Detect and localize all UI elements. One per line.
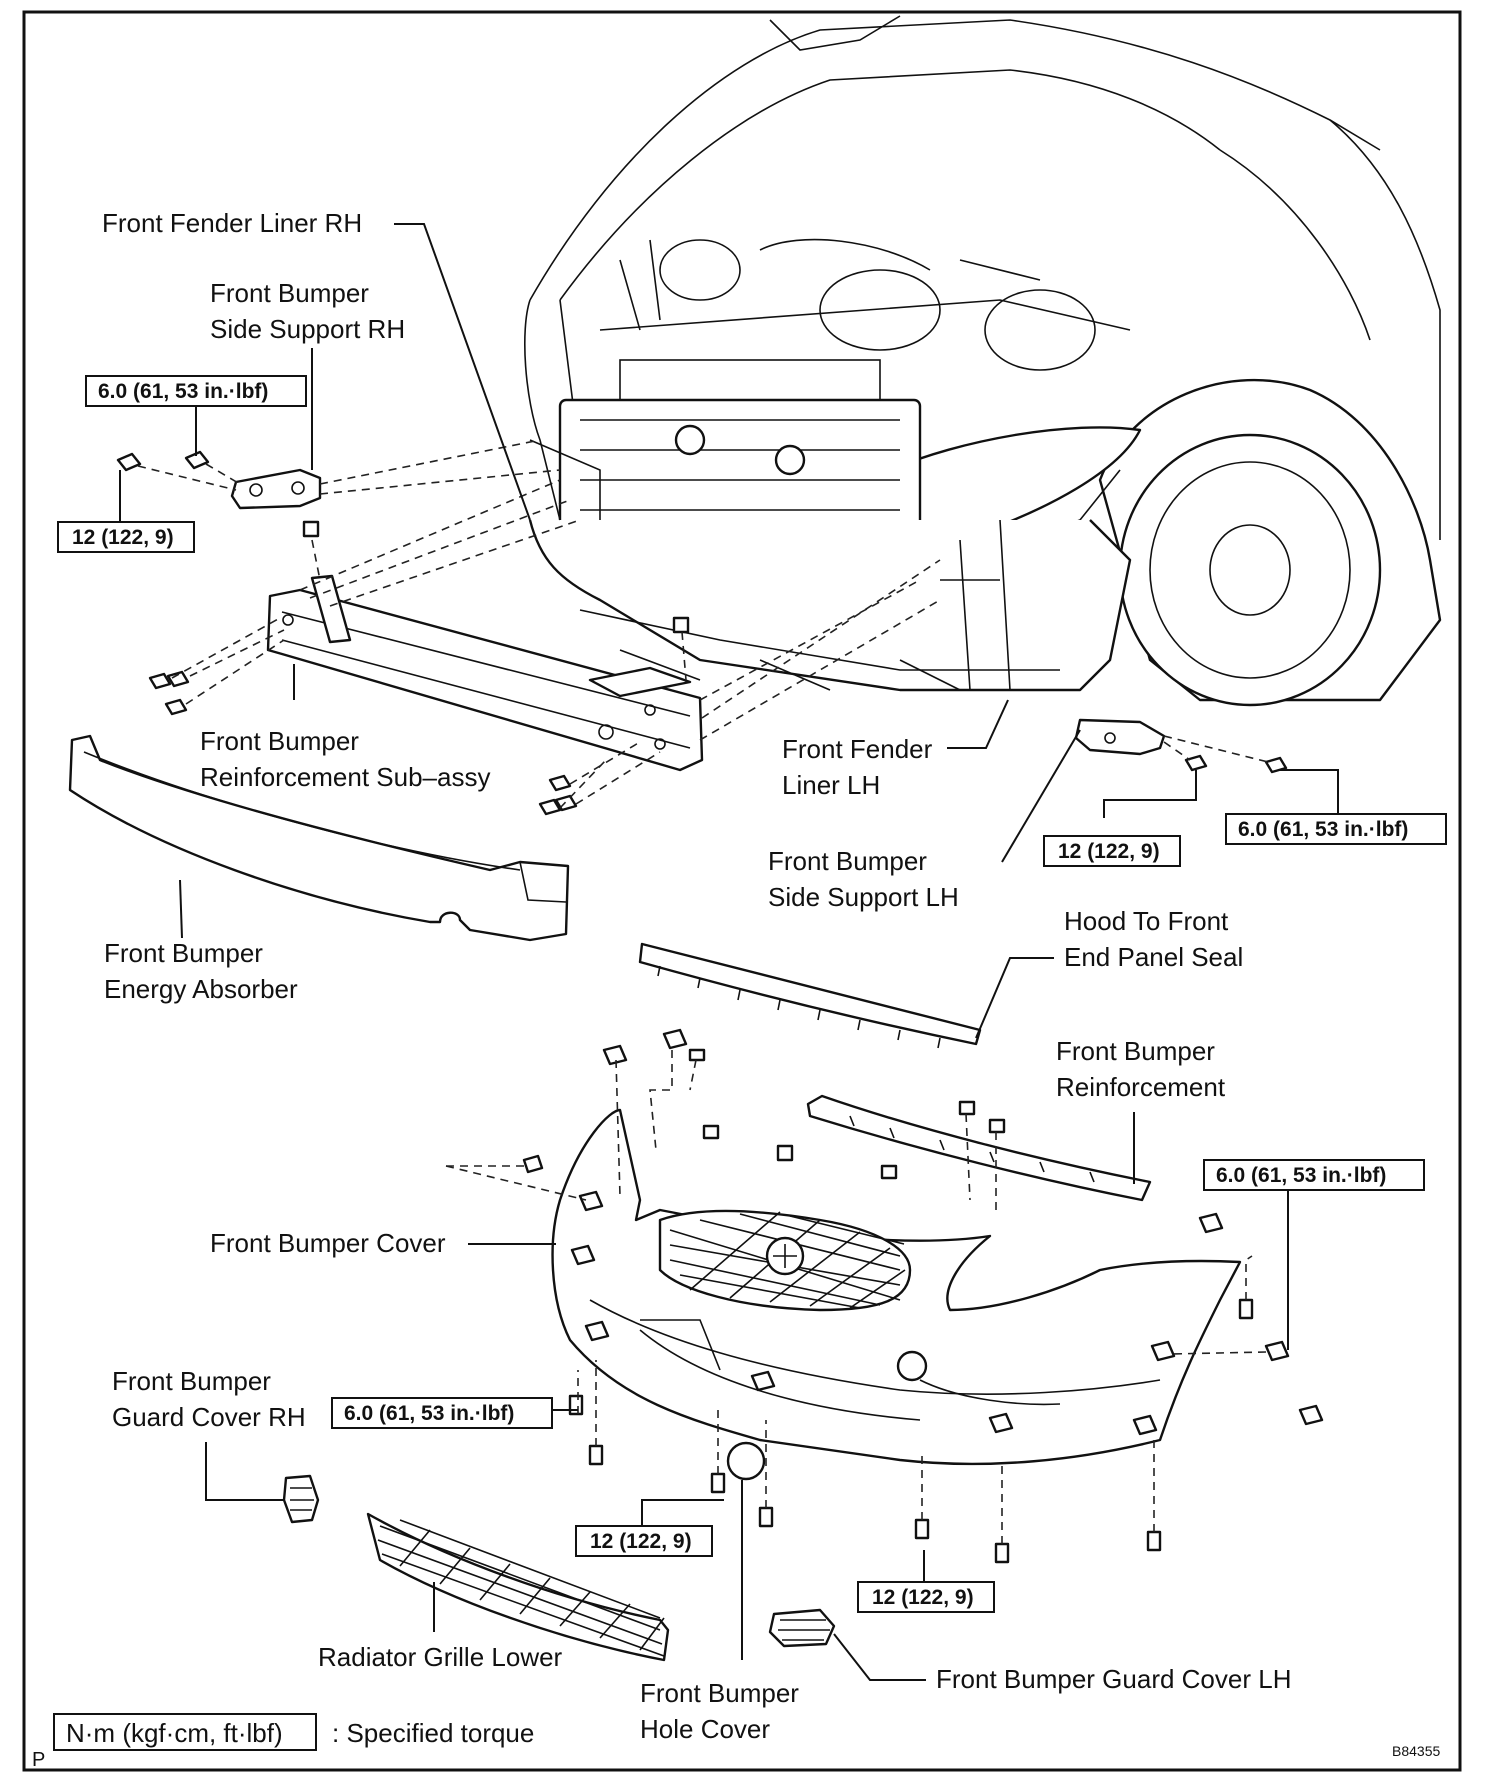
label-front-bumper-guard-cover-rh-line1: Front Bumper	[112, 1366, 271, 1396]
radiator-grille-lower	[366, 1512, 670, 1662]
hood-to-front-end-panel-seal	[638, 942, 982, 1049]
label-front-bumper-cover: Front Bumper Cover	[210, 1228, 446, 1258]
label-hood-to-front-end-panel-seal-line2: End Panel Seal	[1064, 942, 1243, 972]
label-front-bumper-reinforcement-line2: Reinforcement	[1056, 1072, 1226, 1102]
torque-box: 12 (122, 9)	[57, 521, 195, 553]
page-frame	[22, 10, 1462, 1772]
label-front-bumper-guard-cover-rh-line2: Guard Cover RH	[112, 1402, 306, 1432]
bolt-icon	[148, 616, 690, 816]
label-front-bumper-side-support-lh-line1: Front Bumper	[768, 846, 927, 876]
label-front-bumper-hole-cover-line1: Front Bumper	[640, 1678, 799, 1708]
label-front-bumper-reinforcement-subassy-line1: Front Bumper	[200, 726, 359, 756]
torque-value: 12 (122, 9)	[872, 1586, 974, 1609]
clip-icon	[522, 1028, 1324, 1436]
legend-unit: N·m (kgf·cm, ft·lbf)	[66, 1718, 283, 1748]
corner-letter: P	[32, 1749, 45, 1771]
grille-mesh	[377, 1519, 665, 1657]
front-bumper-reinforcement-subassy	[266, 574, 704, 772]
vehicle-front-illustration	[524, 15, 1442, 707]
front-bumper-guard-cover-rh	[282, 1474, 320, 1524]
torque-value: 6.0 (61, 53 in.·lbf)	[344, 1402, 514, 1425]
label-front-bumper-energy-absorber-line2: Energy Absorber	[104, 974, 298, 1004]
label-front-fender-liner-lh-line1: Front Fender	[782, 734, 933, 764]
label-hood-to-front-end-panel-seal-line1: Hood To Front	[1064, 906, 1229, 936]
front-bumper-side-support-lh	[1074, 718, 1166, 756]
label-front-bumper-side-support-rh-line1: Front Bumper	[210, 278, 369, 308]
label-front-bumper-guard-cover-lh: Front Bumper Guard Cover LH	[936, 1664, 1291, 1694]
legend-meaning: : Specified torque	[332, 1718, 534, 1748]
torque-box: 6.0 (61, 53 in.·lbf)	[1225, 813, 1447, 845]
label-front-fender-liner-lh-line2: Liner LH	[782, 770, 880, 800]
label-front-bumper-energy-absorber-line1: Front Bumper	[104, 938, 263, 968]
torque-value: 12 (122, 9)	[1058, 840, 1160, 863]
label-front-bumper-reinforcement-subassy-line2: Reinforcement Sub–assy	[200, 762, 490, 792]
front-bumper-reinforcement	[806, 1094, 1152, 1202]
torque-value: 12 (122, 9)	[590, 1530, 692, 1553]
front-bumper-cover	[551, 1108, 1242, 1466]
front-bumper-guard-cover-lh	[768, 1608, 836, 1648]
front-bumper-side-support-rh	[230, 468, 322, 510]
torque-box: 12 (122, 9)	[575, 1525, 713, 1557]
torque-box: 6.0 (61, 53 in.·lbf)	[1203, 1159, 1425, 1191]
torque-value: 6.0 (61, 53 in.·lbf)	[1238, 818, 1408, 841]
torque-box: 6.0 (61, 53 in.·lbf)	[331, 1397, 553, 1429]
label-front-fender-liner-rh: Front Fender Liner RH	[102, 208, 362, 238]
label-front-bumper-hole-cover-line2: Hole Cover	[640, 1714, 770, 1744]
front-bumper-energy-absorber	[68, 734, 570, 942]
torque-value: 6.0 (61, 53 in.·lbf)	[98, 380, 268, 403]
torque-box: 12 (122, 9)	[857, 1581, 995, 1613]
torque-value: 6.0 (61, 53 in.·lbf)	[1216, 1164, 1386, 1187]
torque-legend: N·m (kgf·cm, ft·lbf) : Specified torque	[53, 1713, 534, 1751]
leader-lines	[119, 223, 1339, 1681]
part-labels: Front Fender Liner RH Front Bumper Side …	[102, 208, 1291, 1744]
label-front-bumper-side-support-rh-line2: Side Support RH	[210, 314, 405, 344]
bolt-icon	[568, 1298, 1290, 1564]
torque-box: 12 (122, 9)	[1043, 835, 1181, 867]
torque-specs: 6.0 (61, 53 in.·lbf) 12 (122, 9) 12 (122…	[57, 375, 1447, 1613]
label-radiator-grille-lower: Radiator Grille Lower	[318, 1642, 563, 1672]
label-front-bumper-reinforcement-line1: Front Bumper	[1056, 1036, 1215, 1066]
torque-box: 6.0 (61, 53 in.·lbf)	[85, 375, 307, 407]
front-bumper-hole-cover	[726, 1441, 766, 1481]
bolt-icon	[1184, 754, 1288, 774]
bolt-icon	[116, 450, 320, 538]
torque-value: 12 (122, 9)	[72, 526, 174, 549]
figure-id: B84355	[1392, 1743, 1440, 1759]
label-front-bumper-side-support-lh-line2: Side Support LH	[768, 882, 959, 912]
